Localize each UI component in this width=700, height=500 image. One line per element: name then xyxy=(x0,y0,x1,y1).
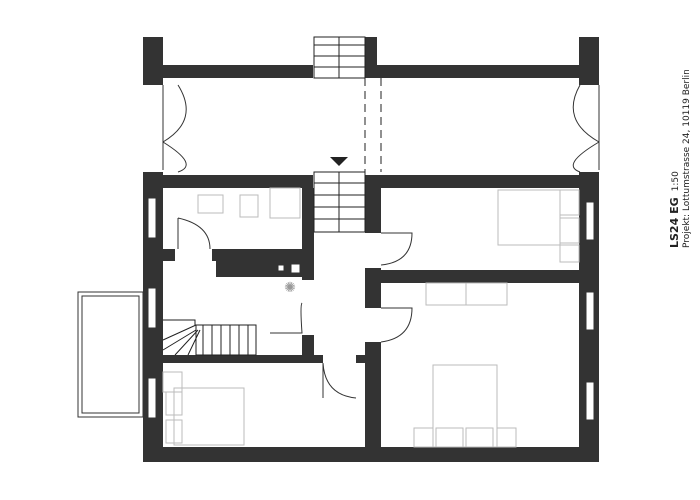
project-label: Projekt: Lottumstrasse 24, 10119 Berlin xyxy=(682,69,692,248)
stairs xyxy=(162,36,382,356)
doors xyxy=(162,84,600,399)
shelf-boxes xyxy=(277,263,301,274)
plant-icon: ✺ xyxy=(284,280,296,296)
entrance-arrow-icon xyxy=(330,157,348,166)
plan-title: LS24 EG1:50 xyxy=(668,171,681,248)
title-block: LS24 EG1:50 Projekt: Lottumstrasse 24, 1… xyxy=(668,69,692,248)
furniture xyxy=(162,187,580,448)
windows xyxy=(147,197,595,421)
walls xyxy=(143,37,599,462)
balcony xyxy=(77,291,144,418)
plan-scale: 1:50 xyxy=(671,171,681,192)
